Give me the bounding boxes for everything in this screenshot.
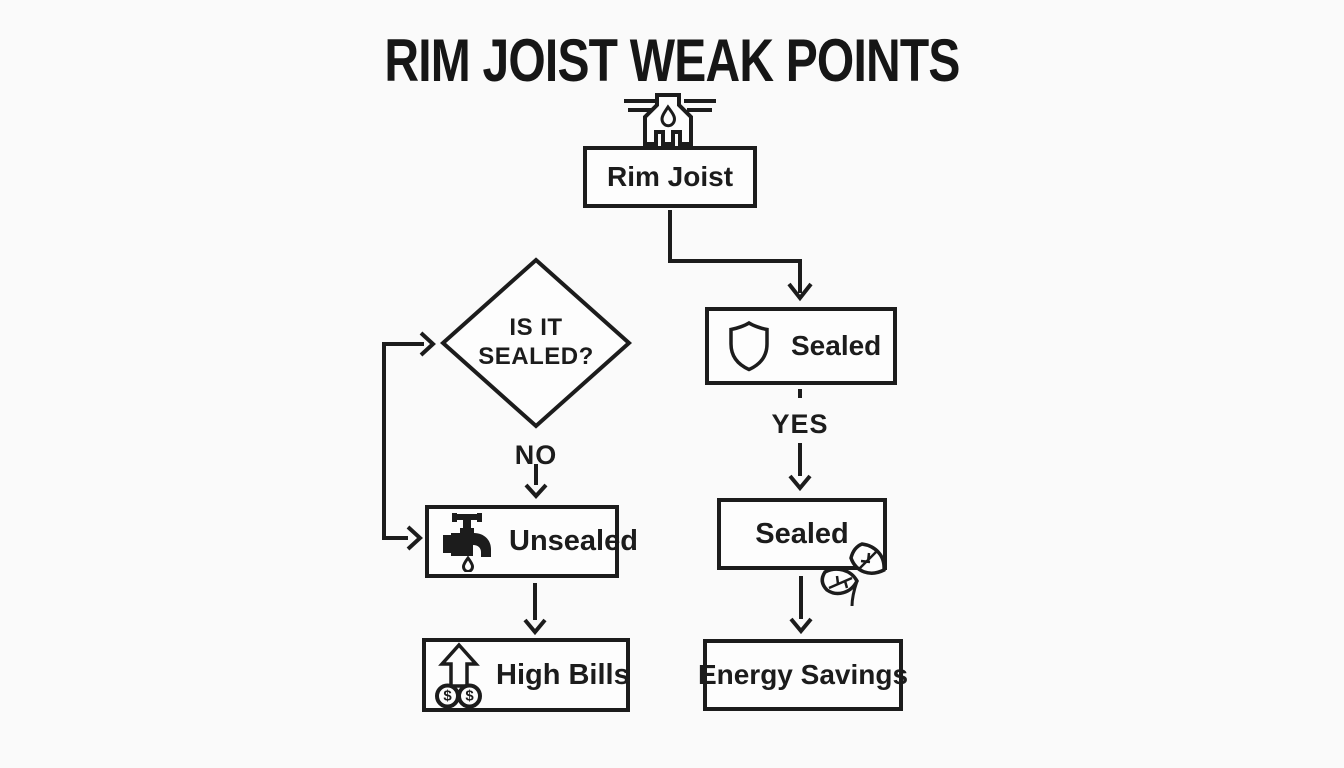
edge-no-to-unsealed [524,464,548,499]
node-sealed-state: Sealed [705,307,897,385]
faucet-drip-icon [443,512,491,572]
edge-yes-to-sealed-outcome [788,389,812,492]
node-rim-joist-label: Rim Joist [606,161,734,192]
leaf-icon [820,542,886,607]
node-unsealed-label: Unsealed [509,525,638,557]
decision-diamond-shape [439,257,633,429]
node-sealed-state-label: Sealed [791,330,882,361]
decision-line1: IS IT [509,314,563,341]
rim-joist-bracket-icon [624,93,716,146]
node-rim-joist: Rim Joist [583,146,757,208]
rising-cost-coins-icon: $ $ [435,642,482,708]
node-sealed-outcome-label: Sealed [755,517,849,550]
edge-label-yes: YES [771,409,829,439]
edge-unsealed-to-highbills [523,583,547,636]
node-high-bills: $ $ High Bills [422,638,630,712]
page-title: RIM JOIST WEAK POINTS [384,27,960,94]
dollar-glyph: $ [443,688,452,705]
node-high-bills-label: High Bills [496,658,630,691]
edge-sealed-to-energysavings [789,576,813,635]
edge-loop-bracket [382,331,436,551]
shield-icon [729,320,769,372]
decision-line2: SEALED? [478,342,594,370]
node-unsealed: Unsealed [425,505,638,578]
edge-rimjoist-to-sealed [668,210,813,302]
dollar-glyph: $ [465,688,474,705]
node-energy-savings: Energy Savings [698,639,908,711]
edge-label-no: NO [514,440,558,470]
node-sealed-outcome: Sealed [717,498,887,570]
decision-diamond: IS IT SEALED? [451,314,621,372]
node-energy-savings-label: Energy Savings [697,659,909,690]
